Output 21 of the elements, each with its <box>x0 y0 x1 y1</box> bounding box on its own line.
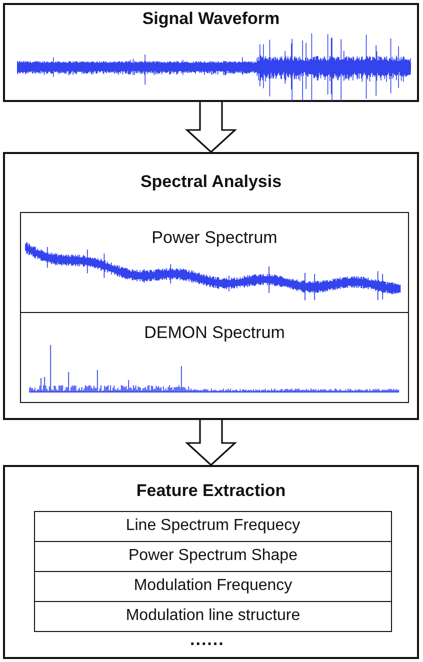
box-title: Feature Extraction <box>135 481 287 501</box>
feature-label: Modulation Frequency <box>132 576 294 596</box>
block-arrow <box>184 101 238 154</box>
feature-row <box>34 571 392 602</box>
feature-row <box>34 511 392 542</box>
process-box <box>3 3 419 102</box>
panel-title: Power Spectrum <box>150 228 278 248</box>
feature-label: Line Spectrum Frequecy <box>124 516 302 536</box>
feature-label: Modulation line structure <box>124 606 302 626</box>
ellipsis-text: ...... <box>190 630 224 650</box>
feature-row <box>34 601 392 632</box>
box-title: Signal Waveform <box>141 9 281 29</box>
plot-panel <box>20 312 409 403</box>
feature-label: Power Spectrum Shape <box>128 546 298 566</box>
feature-row <box>34 541 392 572</box>
box-title: Spectral Analysis <box>139 172 283 192</box>
block-arrow <box>184 419 238 466</box>
process-box <box>3 465 419 659</box>
panel-title: DEMON Spectrum <box>143 323 286 343</box>
plot-panel <box>20 212 409 313</box>
process-box <box>3 152 419 420</box>
